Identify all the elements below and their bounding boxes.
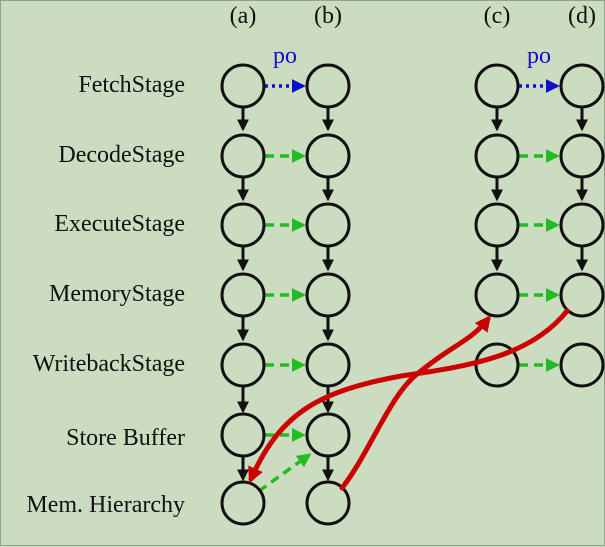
node-b-storebuffer [305,412,351,458]
red-edge-memory-d-to-memhier-a [248,308,570,484]
node-d-writeback [559,342,605,388]
red-edge-memhier-b-to-memory-c [339,315,491,491]
vertical-edges-cd [491,107,588,272]
stage-label-memory: MemoryStage [49,281,185,307]
nodes [220,63,605,526]
stage-label-store-buffer: Store Buffer [66,425,185,451]
node-b-memory [305,272,351,318]
column-header-a: (a) [230,3,257,29]
column-header-b: (b) [314,3,342,29]
po-label-left: po [273,43,297,69]
green-edge-memhier-to-storebuffer [257,453,312,493]
node-c-execute [474,202,520,248]
stage-label-execute: ExecuteStage [54,211,185,237]
node-b-writeback [305,342,351,388]
vertical-edges-ab [237,107,334,482]
node-d-fetch [559,63,605,109]
node-b-execute [305,202,351,248]
node-c-decode [474,133,520,179]
node-d-memory [559,272,605,318]
stage-label-decode: DecodeStage [58,142,185,168]
node-a-fetch [220,63,266,109]
node-a-decode [220,133,266,179]
node-d-execute [559,202,605,248]
node-c-memory [474,272,520,318]
stage-label-fetch: FetchStage [78,72,185,98]
column-header-c: (c) [484,3,511,29]
stage-label-writeback: WritebackStage [33,351,185,377]
column-header-d: (d) [568,3,596,29]
node-d-decode [559,133,605,179]
node-b-memhier [305,480,351,526]
node-a-memhier [220,480,266,526]
red-edges [248,308,570,491]
green-edges [257,149,560,493]
node-a-execute [220,202,266,248]
stage-label-mem-hierarchy: Mem. Hierarchy [26,492,185,518]
node-a-storebuffer [220,412,266,458]
node-b-fetch [305,63,351,109]
node-a-memory [220,272,266,318]
node-b-decode [305,133,351,179]
po-label-right: po [527,43,551,69]
node-a-writeback [220,342,266,388]
node-c-fetch [474,63,520,109]
